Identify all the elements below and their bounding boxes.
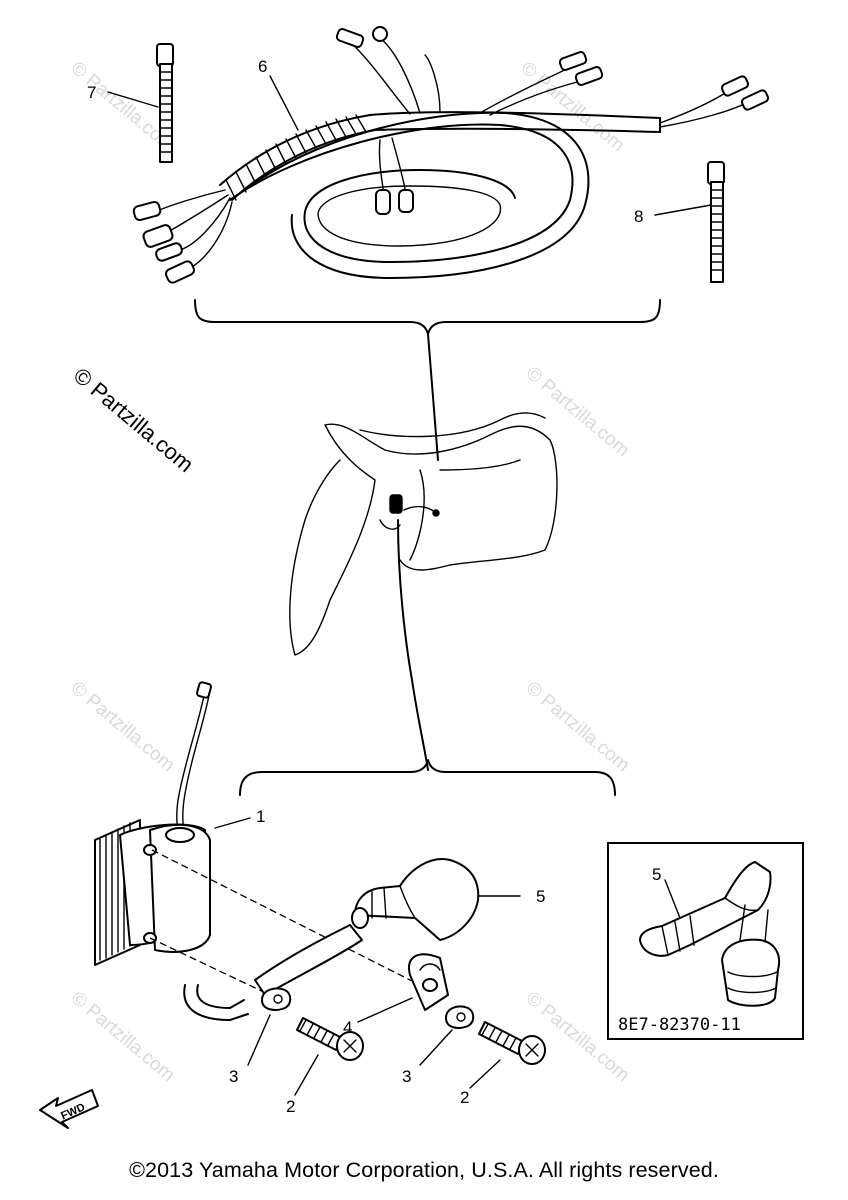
watermark-faint-6: © Partzilla.com (67, 988, 179, 1086)
bolt-axis-upper (151, 849, 421, 986)
watermark-main: © Partzilla.com (69, 363, 199, 477)
pointer-line-bottom (397, 519, 429, 771)
callout-3b: 3 (402, 1067, 411, 1086)
callout-8: 8 (634, 207, 643, 226)
callout-5: 5 (536, 887, 545, 906)
leader-2b (469, 1059, 501, 1089)
leader-3a (247, 1014, 271, 1066)
clamp-4-drawing (408, 953, 449, 1011)
leader-2a (294, 1054, 319, 1096)
washer-3a-drawing (261, 987, 292, 1011)
callout-2b: 2 (460, 1088, 469, 1107)
leader-8 (654, 204, 712, 216)
watermark-faint-5: © Partzilla.com (522, 678, 634, 776)
spark-tube-drawing (254, 924, 363, 996)
leader-4 (357, 997, 413, 1023)
leader-7 (107, 91, 159, 108)
cable-tie-8-drawing (707, 161, 725, 283)
callout-5-inset: 5 (652, 865, 661, 884)
callout-1: 1 (256, 807, 265, 826)
cable-tie-7-drawing (156, 43, 174, 163)
callout-3a: 3 (229, 1067, 238, 1086)
callout-4: 4 (343, 1018, 352, 1037)
leader-5-inset (664, 879, 681, 919)
washer-3b-drawing (445, 1005, 475, 1029)
callout-2a: 2 (286, 1097, 295, 1116)
plug-cap-inset-drawing (639, 861, 780, 1007)
watermark-faint-2: © Partzilla.com (517, 58, 629, 156)
watermark-faint-4: © Partzilla.com (67, 678, 179, 776)
inset-box: 8E7-82370-11 (607, 842, 804, 1040)
callout-6: 6 (258, 57, 267, 76)
wire-harness-drawing (132, 26, 770, 284)
copyright-footer: ©2013 Yamaha Motor Corporation, U.S.A. A… (129, 1158, 719, 1182)
callout-7: 7 (87, 83, 96, 102)
pointer-line-top (427, 333, 439, 461)
motorcycle-outline (289, 412, 558, 656)
top-bracket (194, 299, 661, 335)
plug-cap-5-drawing (351, 858, 480, 941)
leader-6 (269, 75, 299, 131)
bottom-bracket (239, 759, 616, 796)
bolt-2b-drawing (478, 1021, 546, 1065)
callout-numbers: 7 6 8 1 5 5 4 3 3 2 2 (87, 57, 661, 1116)
watermark-faint-3: © Partzilla.com (522, 363, 634, 461)
leader-1 (214, 817, 251, 829)
leader-3b (419, 1029, 453, 1066)
fwd-arrow: FWD (39, 1089, 99, 1129)
bolt-2a-drawing (296, 1017, 364, 1061)
inset-part-number: 8E7-82370-11 (618, 1015, 741, 1035)
bolt-axis-lower (149, 937, 271, 996)
